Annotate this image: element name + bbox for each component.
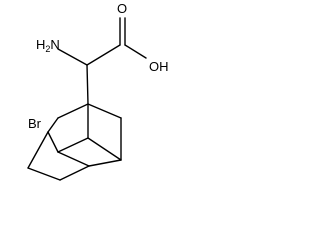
bond-cage-9	[87, 137, 122, 161]
bond-cage-10	[27, 167, 61, 181]
molecule-structure: O OH H2N Br	[27, 1, 169, 181]
bond-alpha-carboxyl	[86, 44, 121, 66]
bond-alpha-cage	[86, 64, 89, 105]
bond-cage-1	[57, 103, 89, 119]
bond-amine	[57, 48, 88, 66]
bond-cage-2	[87, 103, 122, 119]
bond-cage-7	[27, 131, 49, 169]
bond-cage-6	[47, 131, 59, 153]
hydroxyl-label: OH	[149, 59, 169, 74]
amine-label: H2N	[36, 37, 60, 54]
bond-cage-13	[57, 151, 90, 167]
bond-hydroxyl	[124, 44, 147, 59]
bond-cage-11	[59, 165, 90, 181]
bond-cage-4	[47, 117, 59, 133]
bromine-label: Br	[28, 116, 42, 131]
bond-cage-8	[57, 137, 89, 153]
carbonyl-oxygen-label: O	[117, 1, 127, 16]
bond-cage-12	[88, 159, 122, 167]
